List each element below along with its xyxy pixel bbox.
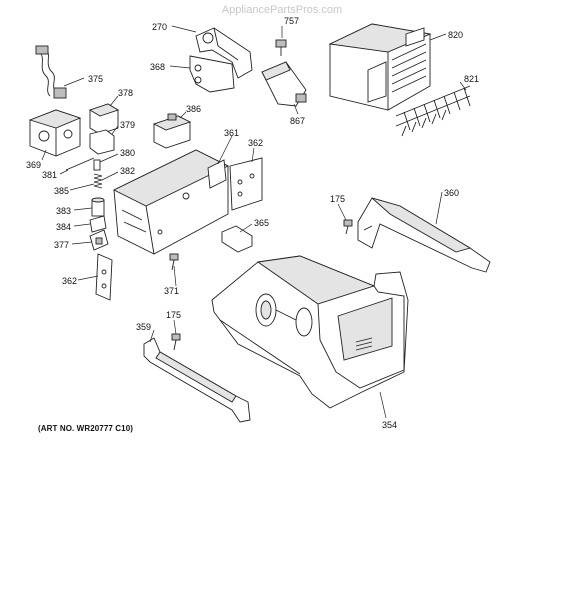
part-380-pin[interactable] (93, 159, 101, 171)
callout-361: 361 (224, 128, 239, 138)
part-368-bracket[interactable] (189, 55, 235, 93)
part-377-bracket[interactable] (89, 229, 109, 251)
part-382-spring[interactable] (93, 173, 103, 189)
part-361-housing[interactable] (112, 149, 230, 255)
callout-359: 359 (136, 322, 151, 332)
callout-867: 867 (290, 116, 305, 126)
callout-371: 371 (164, 286, 179, 296)
part-383-plunger[interactable] (91, 197, 105, 217)
part-362-plate-left[interactable] (95, 253, 113, 301)
callout-383: 383 (56, 206, 71, 216)
callout-175-top: 175 (330, 194, 345, 204)
part-379-solenoid[interactable] (89, 129, 115, 155)
callout-821: 821 (464, 74, 479, 84)
callout-365: 365 (254, 218, 269, 228)
part-365-clip[interactable] (221, 225, 253, 253)
callout-380: 380 (120, 148, 135, 158)
part-381-rod[interactable] (65, 157, 95, 171)
callout-381: 381 (42, 170, 57, 180)
callout-382: 382 (120, 166, 135, 176)
callout-368: 368 (150, 62, 165, 72)
callout-375: 375 (88, 74, 103, 84)
part-375-wire-harness[interactable] (35, 45, 67, 99)
callout-384: 384 (56, 222, 71, 232)
callout-labels: 270 757 820 368 375 821 378 386 867 379 … (26, 16, 479, 430)
callout-270: 270 (152, 22, 167, 32)
callout-379: 379 (120, 120, 135, 130)
callout-362-left: 362 (62, 276, 77, 286)
callout-378: 378 (118, 88, 133, 98)
callout-369: 369 (26, 160, 41, 170)
part-175-screw-bottom[interactable] (171, 333, 181, 351)
art-number: (ART NO. WR20777 C10) (38, 424, 134, 433)
part-867-cup[interactable] (261, 61, 307, 107)
part-354-ice-bucket[interactable] (211, 255, 409, 409)
callout-820: 820 (448, 30, 463, 40)
part-371-screw[interactable] (169, 253, 179, 271)
part-175-screw-top[interactable] (343, 219, 353, 235)
part-821-ejector[interactable] (395, 85, 471, 137)
callout-360: 360 (444, 188, 459, 198)
part-360-rail[interactable] (357, 197, 491, 273)
watermark: AppliancePartsPros.com (221, 4, 343, 16)
part-386-switch[interactable] (152, 113, 192, 149)
part-378-solenoid[interactable] (88, 103, 120, 135)
part-384-clip[interactable] (89, 215, 107, 233)
callout-385: 385 (54, 186, 69, 196)
callout-354: 354 (382, 420, 397, 430)
leader-lines (41, 25, 467, 419)
part-369-auger-motor[interactable] (28, 109, 82, 157)
callout-386: 386 (186, 104, 201, 114)
part-362-plate-right[interactable] (229, 157, 263, 211)
part-359-rail[interactable] (143, 337, 251, 423)
part-757-screw[interactable] (275, 39, 287, 56)
part-270-bracket[interactable] (195, 27, 253, 79)
callout-377: 377 (54, 240, 69, 250)
callout-175-bottom: 175 (166, 310, 181, 320)
part-820-ice-maker[interactable] (328, 23, 432, 111)
callout-362-right: 362 (248, 138, 263, 148)
callout-757: 757 (284, 16, 299, 26)
